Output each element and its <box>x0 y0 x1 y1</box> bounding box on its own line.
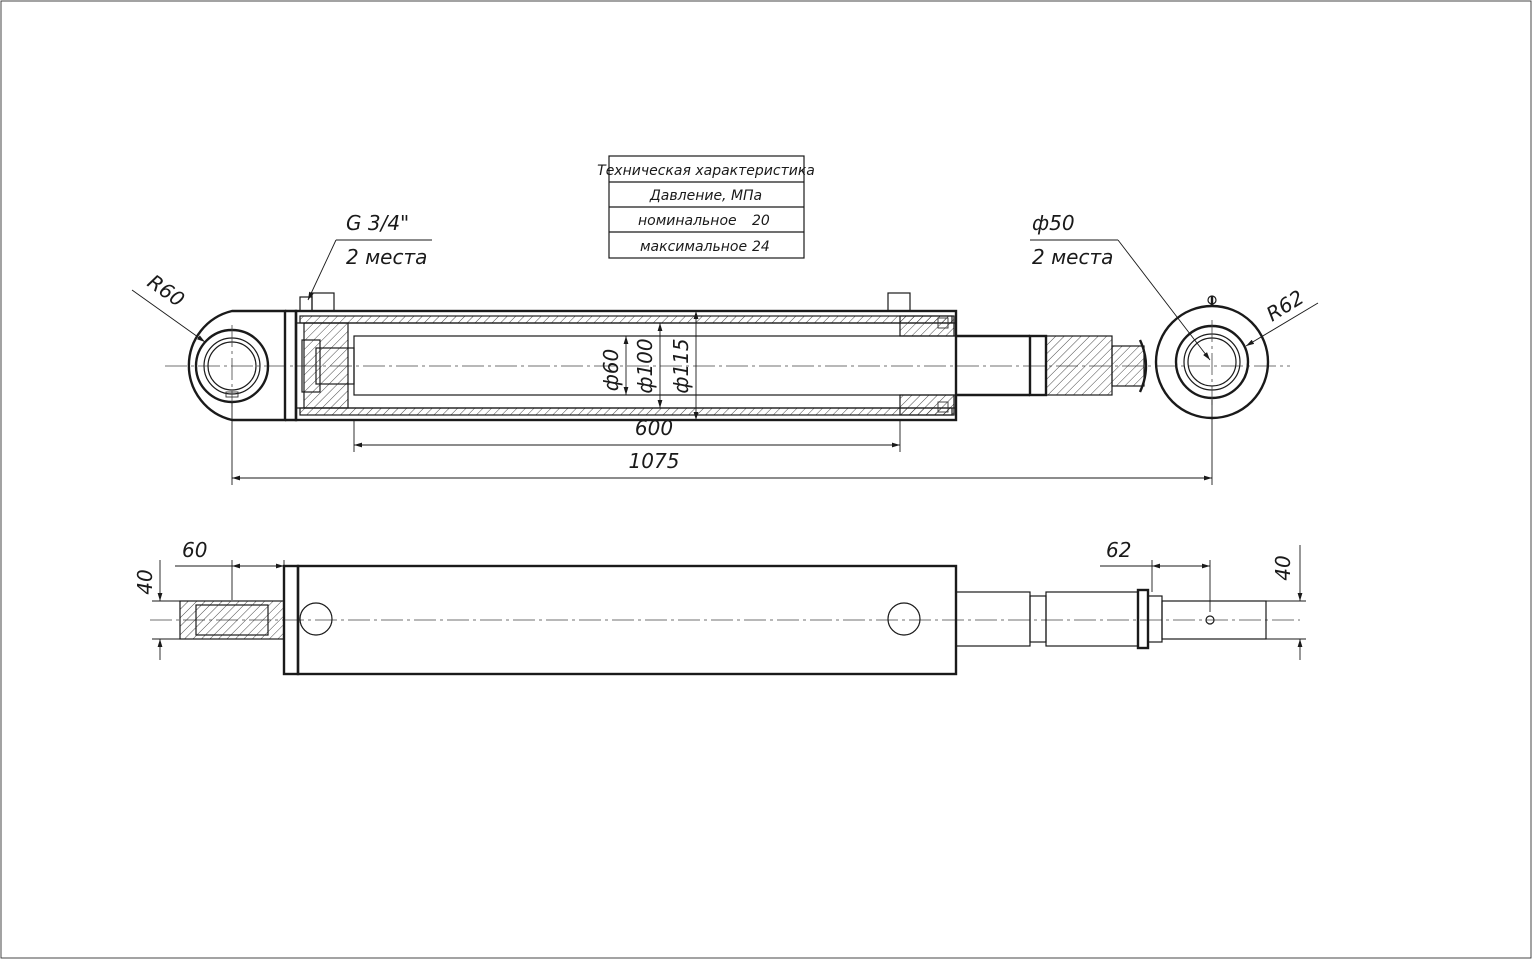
cylinder-body <box>294 292 958 422</box>
callout-port-qty: 2 места <box>346 245 427 269</box>
dim-total-length: 1075 <box>629 449 680 473</box>
dim-right-eye-width: 62 <box>1106 538 1131 562</box>
spec-row-max-value: 24 <box>752 239 770 255</box>
rod-side <box>955 588 1267 650</box>
spec-row-nominal-value: 20 <box>752 213 770 229</box>
port-left-side <box>299 602 333 636</box>
dim-right-eye-thickness: 40 <box>1271 555 1295 580</box>
dim-outer-diameter: ф115 <box>669 338 693 393</box>
dim-left-eye-thickness: 40 <box>133 569 157 594</box>
top-view: ф60 ф100 ф115 600 1075 R60 R62 G 3/4" 2 … <box>131 211 1319 485</box>
callout-rod-hole: ф50 <box>1032 211 1075 235</box>
callout-radius-left: R60 <box>143 269 189 311</box>
spec-table-title: Техническая характеристика <box>597 163 815 179</box>
spec-table: Техническая характеристика Давление, МПа… <box>597 155 815 259</box>
spec-row-nominal-label: номинальное <box>638 213 737 229</box>
dim-left-eye-width: 60 <box>182 538 207 562</box>
callout-rod-hole-qty: 2 места <box>1032 245 1113 269</box>
left-eye-side <box>179 564 300 676</box>
piston-rod <box>353 334 1148 397</box>
dim-stroke: 600 <box>635 416 673 440</box>
right-eye <box>1154 295 1270 420</box>
callout-radius-right: R62 <box>1262 285 1308 326</box>
callout-port-thread: G 3/4" <box>346 211 409 235</box>
spec-table-pressure-label: Давление, МПа <box>649 188 762 204</box>
spec-row-max-label: максимальное <box>640 239 747 255</box>
dim-bore-diameter: ф100 <box>633 338 657 393</box>
dim-rod-diameter: ф60 <box>599 349 623 392</box>
port-right-side <box>887 602 921 636</box>
left-eye <box>187 309 298 422</box>
bottom-view: 60 40 62 40 <box>133 538 1306 676</box>
